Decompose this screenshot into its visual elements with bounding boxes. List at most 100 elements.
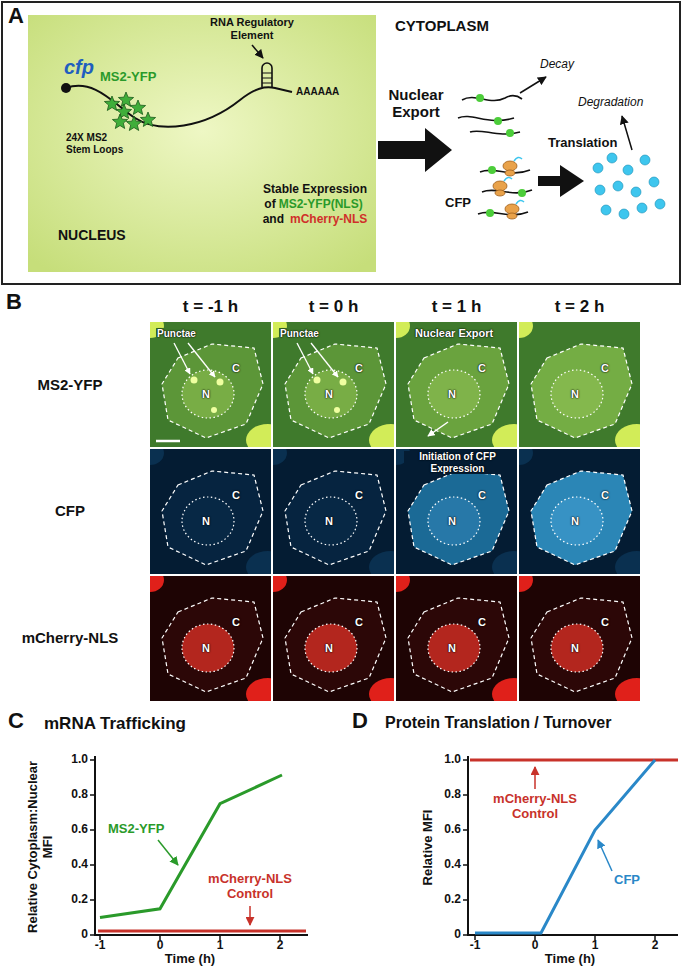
cell-label: Initiation of CFP Expression — [404, 451, 511, 474]
annotation: 0.2 — [444, 893, 461, 907]
annotation: Time (h) — [165, 952, 215, 967]
annotation: 0.8 — [71, 788, 88, 802]
micrograph — [150, 449, 271, 574]
region-label: NUCLEUS — [58, 227, 126, 243]
cell-label: C — [601, 489, 609, 502]
micrograph-cell: NC — [273, 576, 394, 701]
annotation: 0 — [157, 939, 164, 953]
annotation: Decay — [540, 58, 574, 72]
micrograph — [273, 322, 394, 447]
cell-label: N — [325, 515, 333, 528]
annotation: -1 — [95, 939, 106, 953]
annotation: CFP — [55, 502, 85, 519]
micrograph-cell: PunctaeNC — [273, 322, 394, 447]
micrograph — [150, 576, 271, 701]
annotation: 0.6 — [444, 823, 461, 837]
annotation: B — [6, 289, 22, 314]
annotation: Translation — [548, 136, 617, 151]
micrograph-cell: NC — [396, 576, 517, 701]
cell-label: C — [355, 362, 363, 375]
cell-label: C — [601, 362, 609, 375]
annotation: CFP — [614, 873, 640, 888]
annotation: Time (h) — [545, 952, 595, 967]
annotation: t = 0 h — [309, 297, 359, 317]
annotation: Nuclear Export — [378, 86, 454, 121]
axis-title: Relative MFI — [421, 777, 436, 917]
annotation: 1.0 — [444, 753, 461, 767]
annotation: 24X MS2 Stem Loops — [66, 132, 132, 155]
cell-label: N — [202, 515, 210, 528]
micrograph-cell: NC — [150, 576, 271, 701]
annotation: Degradation — [578, 96, 643, 110]
micrograph — [519, 576, 640, 701]
cell-label: C — [355, 616, 363, 629]
annotation: MS2-YFP(NLS) — [279, 197, 363, 212]
annotation: mRNA Trafficking — [44, 714, 186, 734]
annotation: t = 1 h — [432, 297, 482, 317]
annotation: mCherry-NLS Control — [200, 872, 300, 902]
micrograph — [396, 576, 517, 701]
cell-label: C — [232, 489, 240, 502]
annotation: 2 — [652, 939, 659, 953]
annotation: D — [352, 708, 368, 733]
cell-label: N — [571, 642, 579, 655]
cell-label: C — [478, 362, 486, 375]
micrograph-cell: PunctaeN C — [150, 322, 271, 447]
annotation: 1 — [592, 939, 599, 953]
annotation: Protein Translation / Turnover — [385, 714, 611, 732]
text-group: Stable Expression ofMS2-YFP(NLS)andmCher… — [256, 182, 374, 227]
cell-label: N — [571, 515, 579, 528]
micrograph — [396, 322, 517, 447]
cell-label: N — [571, 388, 579, 401]
annotation: 0.4 — [71, 858, 88, 872]
micrograph — [273, 576, 394, 701]
cell-label: C — [355, 489, 363, 502]
micrograph-cell: NC — [273, 449, 394, 574]
cell-label: N — [448, 515, 456, 528]
cell-label: Punctae — [156, 328, 197, 340]
cell-label: N — [325, 388, 333, 401]
annotation: 0 — [81, 928, 88, 942]
micrograph-cell: NC — [519, 449, 640, 574]
micrograph — [273, 449, 394, 574]
annotation: mCherry-NLS — [22, 629, 119, 646]
annotation: 0 — [454, 928, 461, 942]
micrograph-cell: Initiation of CFP ExpressionN C — [396, 449, 517, 574]
annotation: 0.2 — [71, 893, 88, 907]
annotation: t = 2 h — [555, 297, 605, 317]
annotation: and — [263, 212, 284, 227]
cell-label: N — [448, 388, 456, 401]
axis-title: Relative Cytoplasm:Nuclear MFI — [25, 760, 55, 935]
annotation: 0.4 — [444, 858, 461, 872]
cell-label: N — [448, 642, 456, 655]
annotation: mCherry-NLS — [290, 212, 367, 227]
annotation: 1 — [217, 939, 224, 953]
annotation: cfp — [64, 56, 94, 79]
micrograph — [519, 449, 640, 574]
annotation: CFP — [445, 196, 471, 211]
annotation: 0 — [532, 939, 539, 953]
cell-label: N — [202, 388, 210, 401]
cell-label: N — [325, 642, 333, 655]
cell-label: C — [232, 362, 240, 375]
annotation: 2 — [277, 939, 284, 953]
micrograph-cell: NC — [150, 449, 271, 574]
annotation: AAAAAA — [296, 86, 339, 98]
micrograph-cell: NC — [519, 576, 640, 701]
micrograph-cell: NC — [519, 322, 640, 447]
micrograph — [519, 322, 640, 447]
cell-label: Nuclear Export — [414, 327, 494, 340]
annotation: MS2-YFP — [37, 376, 102, 393]
annotation: C — [8, 708, 24, 733]
cell-label: N — [202, 642, 210, 655]
annotation: mCherry-NLS Control — [485, 792, 585, 822]
annotation: MS2-YFP — [108, 822, 164, 837]
annotation: 1.0 — [71, 753, 88, 767]
cell-label: C — [478, 489, 486, 502]
cell-label: C — [232, 616, 240, 629]
annotation: 0.8 — [444, 788, 461, 802]
annotation: 0.6 — [71, 823, 88, 837]
cell-label: C — [601, 616, 609, 629]
annotation: RNA Regulatory Element — [202, 16, 302, 41]
micrograph — [150, 322, 271, 447]
